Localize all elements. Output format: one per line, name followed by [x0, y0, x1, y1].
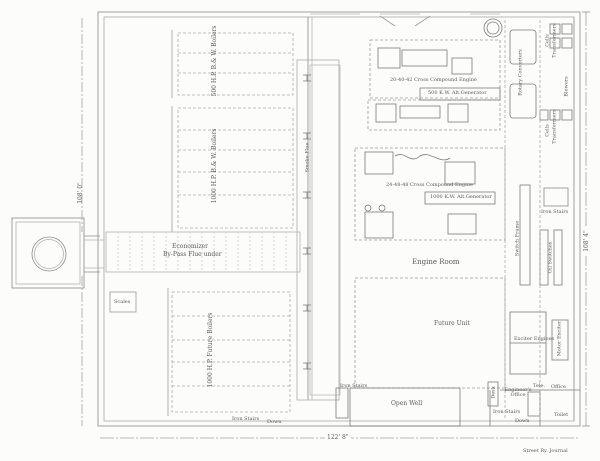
label-iron-stairs-right-top: Iron Stairs	[541, 209, 569, 215]
label-cells-top: Cells	[544, 34, 551, 47]
label-desk: Desk	[490, 386, 497, 399]
label-iron-stairs-boiler: Iron Stairs	[232, 416, 260, 422]
label-iron-stairs-bottom-right: Iron Stairs	[493, 409, 521, 415]
label-toilet: Toilet	[554, 412, 569, 418]
label-transformers-bottom: Transformers	[551, 109, 558, 144]
label-engine-1: 20-40-42 Cross Compound Engine	[390, 77, 477, 83]
label-motor-exciter: Motor Exciter	[556, 320, 563, 357]
label-iron-stairs-left: Iron Stairs	[340, 383, 368, 389]
label-switch-frame: Switch Frame	[514, 220, 521, 257]
label-exciter-engines: Exciter Engines	[514, 336, 555, 342]
dimension-left-height: 108' 0"	[77, 182, 84, 204]
label-bypass-flue: By-Pass Flue under	[163, 251, 222, 258]
label-engine-2: 24-48-48 Cross Compound Engine	[386, 182, 473, 188]
label-future-unit: Future Unit	[434, 320, 470, 327]
label-rotary-converters: Rotary Converters	[517, 49, 524, 96]
label-blowers: Blowers	[563, 76, 570, 97]
label-tele: Tele.	[533, 383, 546, 389]
credit-street-ry-journal: Street Ry. Journal	[523, 448, 568, 454]
label-office: Office	[551, 384, 567, 390]
label-smoke-flue: Smoke Flue	[304, 142, 311, 173]
label-boilers-middle: 1000 H.P. B.& W. Boilers	[211, 128, 218, 204]
label-boilers-future: 1000 H.P. Future Boilers	[207, 312, 214, 388]
label-generator-1: 500 K.W. Alt.Generator	[428, 90, 487, 96]
label-scales: Scales	[114, 299, 131, 305]
label-open-well: Open Well	[391, 400, 423, 407]
label-cells-bottom: Cells	[544, 124, 551, 137]
label-oil-switches: Oil Switches	[547, 241, 554, 274]
label-down-boiler: Down	[267, 419, 282, 425]
dimension-right-height: 108' 4"	[583, 226, 590, 256]
label-economizer: Economizer	[172, 243, 209, 250]
label-boilers-top: 500 H.P. B.& W. Boilers	[211, 25, 218, 97]
label-down-right: Down	[515, 418, 530, 424]
label-engineers-office: Engineer's Office	[504, 387, 532, 398]
label-generator-2: 1000 K.W. Alt.Generator	[430, 194, 492, 200]
label-transformers-top: Transformers	[551, 23, 558, 58]
label-engine-room: Engine Room	[412, 258, 460, 266]
dimension-overall-width: 122' 8"	[325, 434, 351, 441]
